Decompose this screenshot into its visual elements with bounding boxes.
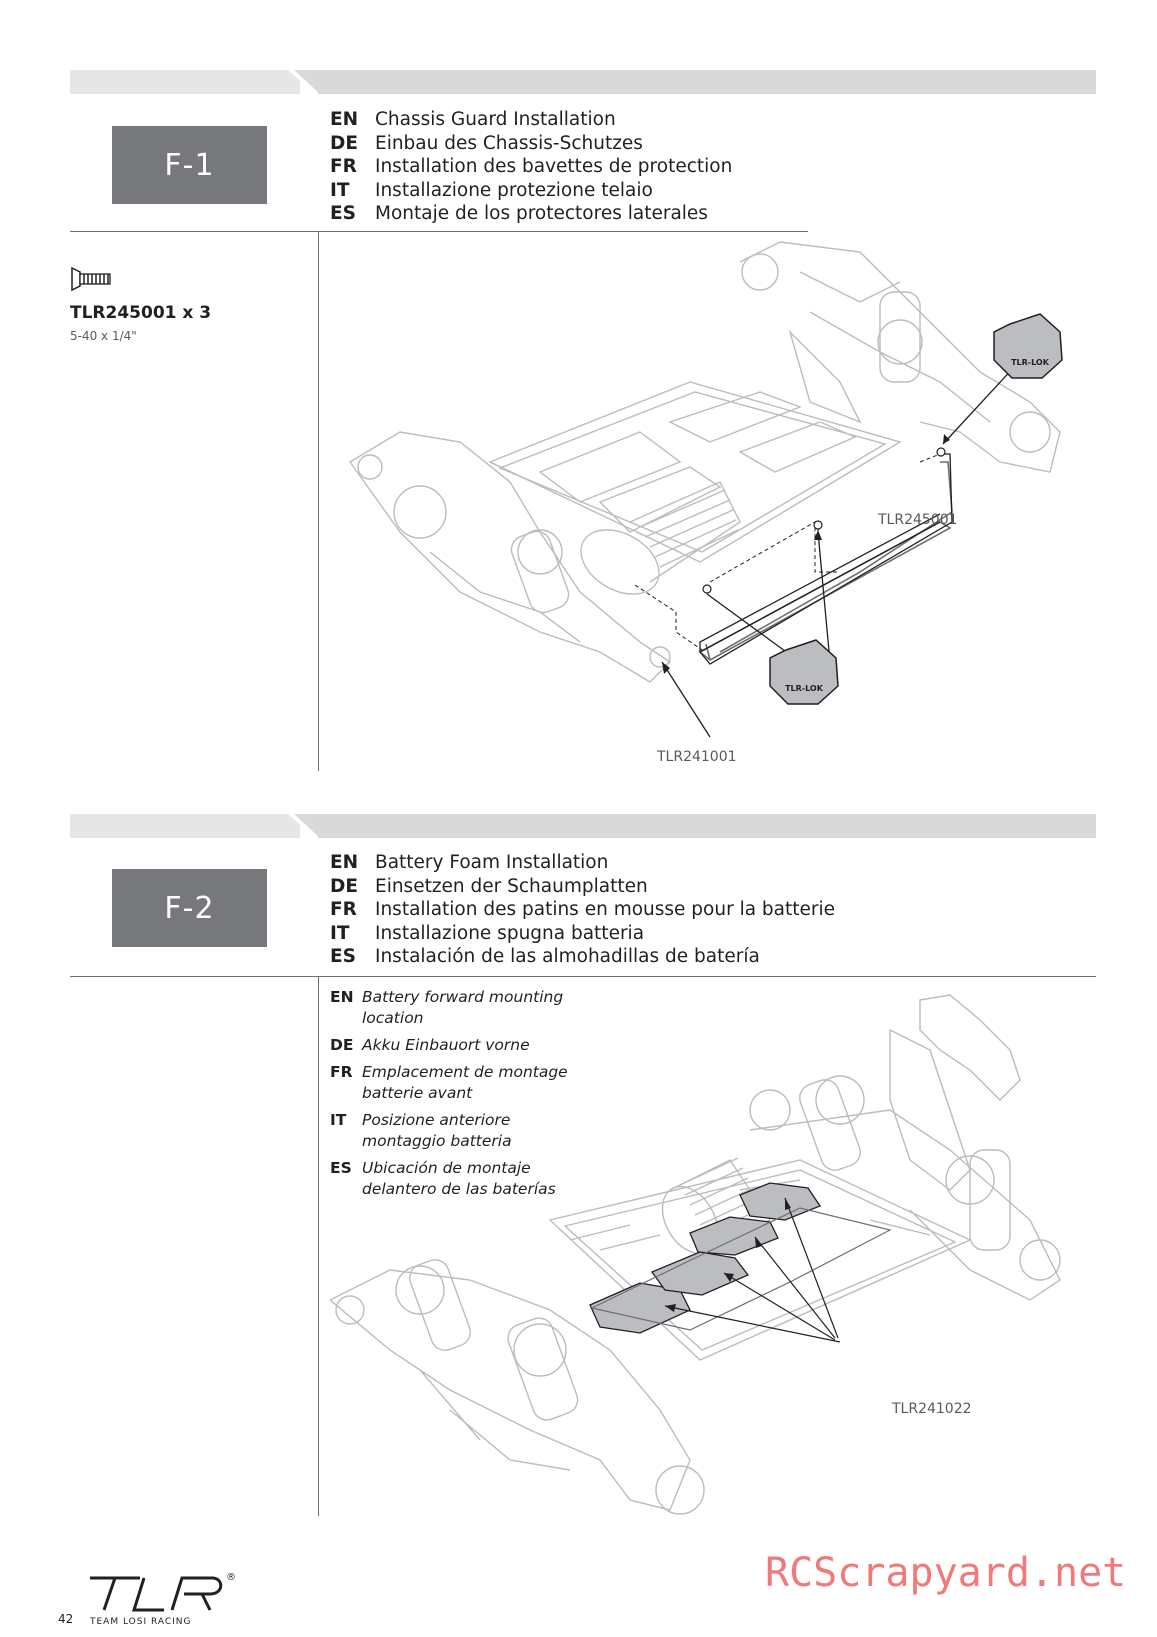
note-es: ES Ubicación de montaje delantero de las…	[330, 1158, 590, 1200]
lang-code: IT	[330, 1111, 347, 1129]
team-losi-racing-logo: ® TEAM LOSI RACING	[89, 1572, 236, 1627]
lang-code: IT	[330, 179, 350, 201]
title-text: Chassis Guard Installation	[375, 109, 616, 130]
lang-code: ES	[330, 203, 356, 224]
note-text: Posizione anteriore montaggio batteria	[362, 1111, 512, 1150]
battery-location-notes: EN Battery forward mounting location DE …	[330, 987, 590, 1206]
section-header-band-f1	[70, 70, 1096, 94]
lang-code: ES	[330, 946, 356, 967]
note-de: DE Akku Einbauort vorne	[330, 1035, 590, 1056]
section-header-band-f2	[70, 814, 1096, 838]
page-number: 42	[58, 1612, 74, 1626]
title-text: Einsetzen der Schaumplatten	[375, 875, 648, 897]
step-badge-f1: F-1	[112, 126, 267, 204]
lang-code: DE	[330, 132, 358, 154]
lang-code: FR	[330, 1063, 353, 1081]
title-row-it: IT Installazione protezione telaio	[330, 179, 732, 203]
callout-tlr241022: TLR241022	[892, 1401, 972, 1417]
note-text: Battery forward mounting location	[362, 988, 564, 1027]
tlr-lok-label: TLR-LOK	[785, 684, 824, 693]
logo-registered-mark: ®	[226, 1572, 236, 1583]
lang-code: EN	[330, 109, 359, 130]
callout-tlr241001: TLR241001	[657, 749, 737, 765]
tlr-lok-label: TLR-LOK	[1011, 358, 1050, 367]
title-text: Installation des bavettes de protection	[375, 156, 733, 177]
title-row-fr: FR Installation des bavettes de protecti…	[330, 155, 732, 179]
lang-code: FR	[330, 156, 357, 177]
lang-code: EN	[330, 988, 354, 1006]
callout-tlr245001: TLR245001	[878, 512, 958, 528]
note-text: Ubicación de montaje delantero de las ba…	[362, 1159, 556, 1198]
title-text: Einbau des Chassis-Schutzes	[375, 132, 643, 154]
title-row-fr: FR Installation des patins en mousse pou…	[330, 898, 835, 922]
column-divider-f2	[318, 976, 319, 1516]
note-it: IT Posizione anteriore montaggio batteri…	[330, 1110, 590, 1152]
step-titles-f2: EN Battery Foam Installation DE Einsetze…	[330, 851, 835, 969]
title-text: Installation des patins en mousse pour l…	[375, 899, 836, 920]
title-row-de: DE Einbau des Chassis-Schutzes	[330, 132, 732, 156]
title-row-es: ES Instalación de las almohadillas de ba…	[330, 945, 835, 969]
hardware-size: 5-40 x 1/4"	[70, 329, 137, 343]
title-row-es: ES Montaje de los protectores laterales	[330, 202, 732, 226]
section-divider-f2	[70, 976, 1096, 977]
lang-code: ES	[330, 1159, 352, 1177]
title-text: Installazione protezione telaio	[375, 179, 653, 201]
step-titles-f1: EN Chassis Guard Installation DE Einbau …	[330, 108, 732, 226]
title-text: Battery Foam Installation	[375, 852, 609, 873]
title-text: Montaje de los protectores laterales	[375, 203, 708, 224]
note-text: Akku Einbauort vorne	[362, 1036, 530, 1054]
flat-head-screw-icon	[71, 266, 111, 292]
watermark-text: RCScrapyard.net	[765, 1550, 1127, 1596]
lang-code: DE	[330, 875, 358, 897]
battery-foam-illustration	[330, 994, 1061, 1515]
note-text: Emplacement de montage batterie avant	[362, 1063, 568, 1102]
title-text: Installazione spugna batteria	[375, 922, 645, 944]
title-text: Instalación de las almohadillas de bater…	[375, 946, 760, 967]
title-row-en: EN Battery Foam Installation	[330, 851, 835, 875]
note-en: EN Battery forward mounting location	[330, 987, 590, 1029]
lang-code: DE	[330, 1036, 354, 1054]
chassis-guard-illustration: TLR-LOK TLR-LOK	[348, 241, 1063, 738]
lang-code: EN	[330, 852, 359, 873]
title-row-en: EN Chassis Guard Installation	[330, 108, 732, 132]
section-divider-f1	[70, 231, 808, 232]
column-divider-f1	[318, 231, 319, 771]
title-row-de: DE Einsetzen der Schaumplatten	[330, 875, 835, 899]
note-fr: FR Emplacement de montage batterie avant	[330, 1062, 590, 1104]
hardware-part-number: TLR245001 x 3	[70, 303, 212, 323]
step-badge-f2: F-2	[112, 869, 267, 947]
title-row-it: IT Installazione spugna batteria	[330, 922, 835, 946]
lang-code: FR	[330, 899, 357, 920]
logo-subtext: TEAM LOSI RACING	[89, 1617, 192, 1627]
lang-code: IT	[330, 922, 350, 944]
